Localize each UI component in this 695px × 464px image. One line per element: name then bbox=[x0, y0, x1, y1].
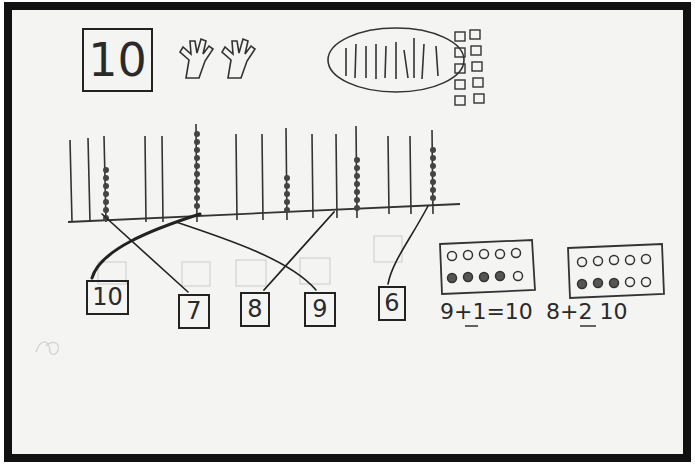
number-text: 10 bbox=[92, 284, 123, 310]
hand-drawings bbox=[180, 39, 255, 78]
equation-text: 9+1=10 bbox=[440, 300, 533, 324]
abacus-beads bbox=[103, 131, 436, 221]
answer-box: 7 bbox=[178, 294, 210, 329]
number-box: 10 bbox=[82, 28, 153, 92]
answer-underlines bbox=[465, 325, 596, 327]
number-text: 8 bbox=[247, 296, 262, 322]
answer-box: 8 bbox=[240, 292, 270, 327]
ten-frames bbox=[440, 240, 664, 298]
number-text: 10 bbox=[88, 35, 147, 86]
answer-box: 6 bbox=[378, 286, 406, 321]
number-text: 7 bbox=[186, 298, 201, 324]
equation-text: 8+2 10 bbox=[546, 300, 627, 324]
answer-box: 10 bbox=[86, 280, 129, 315]
tally-oval bbox=[328, 28, 464, 92]
answer-box: 9 bbox=[304, 292, 336, 327]
number-text: 6 bbox=[384, 290, 399, 316]
number-text: 9 bbox=[312, 296, 327, 322]
abacus-drawings bbox=[68, 124, 460, 222]
erased-squares bbox=[98, 236, 402, 286]
photo-frame bbox=[8, 6, 687, 458]
ten-frame-dots bbox=[448, 249, 651, 289]
matching-lines bbox=[92, 206, 428, 292]
faint-scribble bbox=[36, 342, 58, 354]
counting-squares bbox=[455, 30, 484, 105]
